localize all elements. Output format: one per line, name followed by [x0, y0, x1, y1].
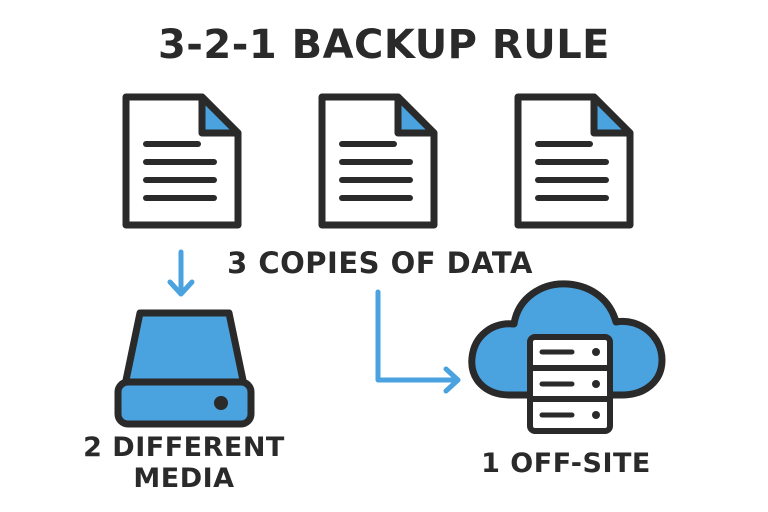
cloud-server-icon — [468, 280, 666, 434]
diagram-title: 3-2-1 BACKUP RULE — [157, 22, 611, 68]
document-icon — [122, 93, 242, 229]
arrow-down-icon — [167, 249, 195, 297]
media-label: 2 DIFFERENT MEDIA — [64, 432, 304, 494]
document-icon — [514, 93, 634, 229]
media-label-line2: MEDIA — [133, 463, 235, 494]
copies-label: 3 COPIES OF DATA — [227, 246, 533, 280]
document-icon — [318, 93, 438, 229]
hard-drive-icon — [114, 309, 255, 428]
offsite-label: 1 OFF-SITE — [481, 448, 651, 479]
media-label-line1: 2 DIFFERENT — [83, 432, 285, 463]
arrow-elbow-right-icon — [375, 289, 461, 394]
